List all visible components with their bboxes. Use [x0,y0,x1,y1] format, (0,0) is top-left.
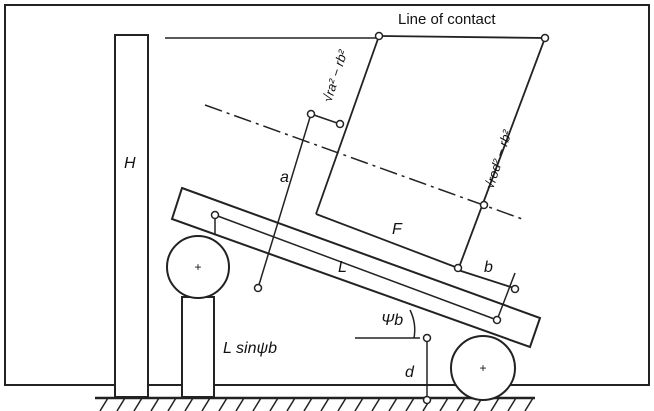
ground-hatching [99,398,534,411]
psi-b-label: Ψb [381,312,403,329]
right-roller-center-mark: + [479,361,486,375]
a-dimension-line [257,113,312,289]
L-label: L [338,259,347,276]
d-label: d [405,364,415,381]
a-tick-top [310,113,341,125]
dash-dot-line [204,104,526,221]
right-roller [450,335,516,401]
H-label: H [124,155,136,172]
frame-border [4,4,650,386]
a-label: a [280,169,289,186]
L-extension-right [496,272,516,321]
L-sin-psi-b-label: L sinψb [223,340,277,357]
left-roller-center-mark: + [194,260,201,274]
left-roller [166,235,230,299]
L-dimension-line [214,214,498,321]
F-segment [315,213,459,269]
support-post [181,296,215,398]
junction-points [210,31,550,405]
line-of-contact-label: Line of contact [398,11,496,28]
psi-angle-arc [409,309,416,339]
height-column [114,34,149,398]
F-label: F [392,221,403,238]
b-label: b [484,259,493,276]
